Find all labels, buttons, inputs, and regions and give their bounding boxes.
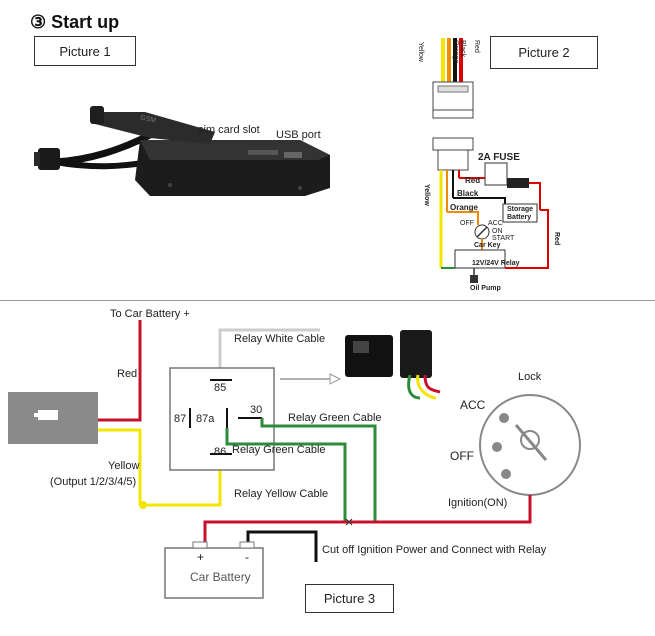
to-car-battery-label: To Car Battery + <box>110 308 190 320</box>
pin-30-label: 30 <box>250 404 263 416</box>
key-on-label: ON <box>492 228 503 235</box>
section-divider <box>0 300 655 301</box>
car-key-label: Car Key <box>474 242 501 249</box>
key-acc-label: ACC <box>488 220 503 227</box>
red-label: Red <box>465 176 481 185</box>
battery-minus-label: - <box>245 550 249 564</box>
black-label: Black <box>457 189 479 198</box>
usb-port-label: USB port <box>276 129 321 141</box>
fuse-label: 2A FUSE <box>478 152 520 163</box>
section-heading: ③ Start up <box>30 12 120 32</box>
red-wire-label: Red <box>117 368 138 380</box>
picture-1-label: Picture 1 <box>34 36 136 66</box>
car-battery-label: Car Battery <box>190 570 251 584</box>
picture-3-label: Picture 3 <box>305 584 394 613</box>
pin-87-label: 87 <box>174 413 187 425</box>
relay-yellow-cable-label: Relay Yellow Cable <box>234 488 329 500</box>
output-label: (Output 1/2/3/4/5) <box>50 476 137 488</box>
acc-label: ACC <box>460 398 486 412</box>
relay-green-cable-label-1: Relay Green Cable <box>288 412 382 424</box>
relay-white-cable-label: Relay White Cable <box>234 333 326 345</box>
key-start-label: START <box>492 235 515 242</box>
battery-label: Battery <box>507 214 532 221</box>
key-off-label: OFF <box>460 220 474 227</box>
pin-85-label: 85 <box>214 382 227 394</box>
orange-label: Orange <box>450 203 479 212</box>
pin-87a-label: 87a <box>196 413 215 425</box>
pin-86-label: 86 <box>214 446 227 458</box>
ignition-on-label: Ignition(ON) <box>448 497 508 509</box>
relay-green-cable-label-2: Relay Green Cable <box>232 444 326 456</box>
relay-label: 12V/24V Relay <box>472 260 520 267</box>
battery-plus-label: + <box>197 550 205 564</box>
lock-label: Lock <box>518 371 542 383</box>
sim-card-slot-label: sim card slot <box>198 124 260 136</box>
oil-pump-label: Oil Pump <box>470 285 501 292</box>
off-label: OFF <box>450 449 474 463</box>
yellow-wire-label: Yellow <box>108 460 140 472</box>
picture-2-label: Picture 2 <box>490 36 598 69</box>
cut-off-ignition-label: Cut off Ignition Power and Connect with … <box>322 544 547 556</box>
storage-label: Storage <box>507 206 534 213</box>
